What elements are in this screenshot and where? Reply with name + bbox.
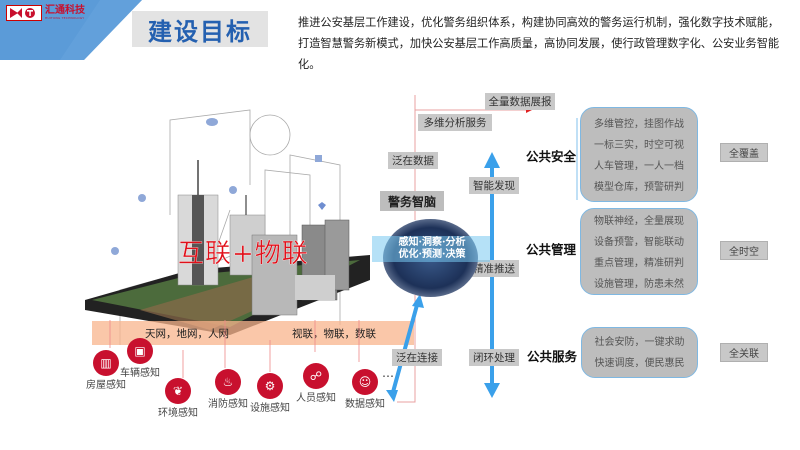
card-line: 模型仓库，预警研判 — [594, 182, 684, 193]
fire-extinguisher-icon: ♨ — [215, 369, 241, 395]
sensor-label: 人员感知 — [296, 393, 336, 404]
logo-mark-icon — [6, 5, 42, 21]
facility-icon: ⚙ — [257, 373, 283, 399]
blue-diag-arrow-down — [386, 390, 398, 402]
public-management-card: 物联神经，全量展现 设备预警，智能联动 重点管理，精准研判 设施管理，防患未然 — [580, 208, 698, 295]
brand-subtitle: HUITONG TECHNOLOGY — [45, 16, 85, 20]
brain-caption-line2: 优化·预测·决策 — [398, 249, 466, 260]
card-line: 人车管理，一人一档 — [594, 161, 684, 172]
sensor-fire[interactable]: ♨ 消防感知 — [208, 369, 248, 410]
multi-analysis-box: 多维分析服务 — [418, 114, 492, 131]
sensor-building[interactable]: ▥ 房屋感知 — [86, 350, 126, 391]
card-line: 物联神经，全量展现 — [594, 216, 684, 227]
atom-icon — [138, 194, 146, 202]
tag-full-coverage: 全覆盖 — [720, 143, 768, 162]
sensor-label: 环境感知 — [158, 408, 198, 419]
sensor-people[interactable]: ☍ 人员感知 — [296, 363, 336, 404]
globe-icon — [111, 247, 119, 255]
sensor-vehicle[interactable]: ▣ 车辆感知 — [120, 338, 160, 379]
blue-diag-arrow-up — [412, 294, 424, 308]
card-line: 一标三实，时空可视 — [594, 140, 684, 151]
public-security-card: 多维管控，挂图作战 一标三实，时空可视 人车管理，一人一档 模型仓库，预警研判 — [580, 107, 698, 202]
banner-shade — [60, 0, 142, 60]
smart-discovery-box: 智能发现 — [469, 177, 519, 194]
sensor-label: 消防感知 — [208, 399, 248, 410]
building-icon: ▥ — [93, 350, 119, 376]
iot-overlay-title: 互联+物联 — [178, 239, 309, 269]
blue-up-arrow — [484, 152, 500, 168]
blue-down-arrow — [484, 383, 500, 398]
people-icon: ☍ — [303, 363, 329, 389]
sensor-label: 设施感知 — [250, 403, 290, 414]
brain-caption: 感知·洞察·分析 优化·预测·决策 — [378, 237, 486, 261]
sensor-environment[interactable]: ❦ 环境感知 — [158, 378, 198, 419]
cloud-icon — [206, 118, 218, 126]
network-left-label: 天网，地网，人网 — [145, 328, 229, 340]
bus-icon: ▣ — [127, 338, 153, 364]
tag-all-time-space: 全时空 — [720, 241, 768, 260]
domain-public-management: 公共管理 — [526, 242, 577, 257]
red-flow-bottom — [397, 295, 416, 403]
brain-caption-line1: 感知·洞察·分析 — [398, 237, 466, 248]
sensor-connectors — [109, 320, 360, 378]
brain-highlight-band — [372, 236, 490, 262]
domain-public-service: 公共服务 — [527, 349, 578, 364]
sensor-label: 车辆感知 — [120, 368, 160, 379]
blue-diagonal-line — [391, 304, 419, 393]
public-service-card: 社会安防，一键求助 快速调度，便民惠民 — [581, 327, 698, 378]
brand-name: 汇通科技 — [45, 5, 85, 16]
closed-loop-box: 闭环处理 — [469, 349, 519, 366]
card-line: 重点管理，精准研判 — [594, 258, 684, 269]
device-icon — [315, 155, 322, 162]
iot-small-icons — [111, 118, 326, 255]
card-line: 多维管控，挂图作战 — [594, 119, 684, 130]
sensor-label: 房屋感知 — [86, 380, 126, 391]
full-report-box: 全量数据展报 — [485, 93, 555, 110]
page-title: 建设目标 — [132, 11, 268, 47]
heart-icon — [318, 202, 326, 210]
more-sensors-ellipsis: … — [382, 366, 394, 380]
intro-paragraph: 推进公安基层工作建设，优化警务组织体系，构建协同高效的警务运行机制，强化数字技术… — [298, 16, 780, 71]
card-line: 社会安防，一键求助 — [594, 337, 685, 348]
card-line: 设备预警，智能联动 — [594, 237, 684, 248]
buildings — [177, 160, 350, 316]
sensor-data[interactable]: ☺ 数据感知 — [345, 369, 385, 410]
police-brain-box: 警务智脑 — [380, 191, 444, 211]
smart-city-illustration — [85, 109, 370, 345]
police-officer-icon: ☺ — [352, 369, 378, 395]
card-line: 设施管理，防患未然 — [594, 279, 684, 290]
network-right-label: 视联，物联，数联 — [292, 328, 376, 340]
leaf-icon: ❦ — [165, 378, 191, 404]
brand-logo: 汇通科技 HUITONG TECHNOLOGY — [6, 5, 85, 21]
card-line: 快速调度，便民惠民 — [594, 358, 685, 369]
precise-push-box: 精准推送 — [469, 260, 519, 277]
pervasive-connect-box: 泛在连接 — [392, 349, 442, 366]
globe-icon — [229, 186, 237, 194]
sensor-facility[interactable]: ⚙ 设施感知 — [250, 373, 290, 414]
sensor-label: 数据感知 — [345, 399, 385, 410]
tag-full-association: 全关联 — [720, 343, 768, 362]
pervasive-data-box: 泛在数据 — [388, 152, 438, 169]
domain-public-security: 公共安全 — [526, 149, 577, 164]
